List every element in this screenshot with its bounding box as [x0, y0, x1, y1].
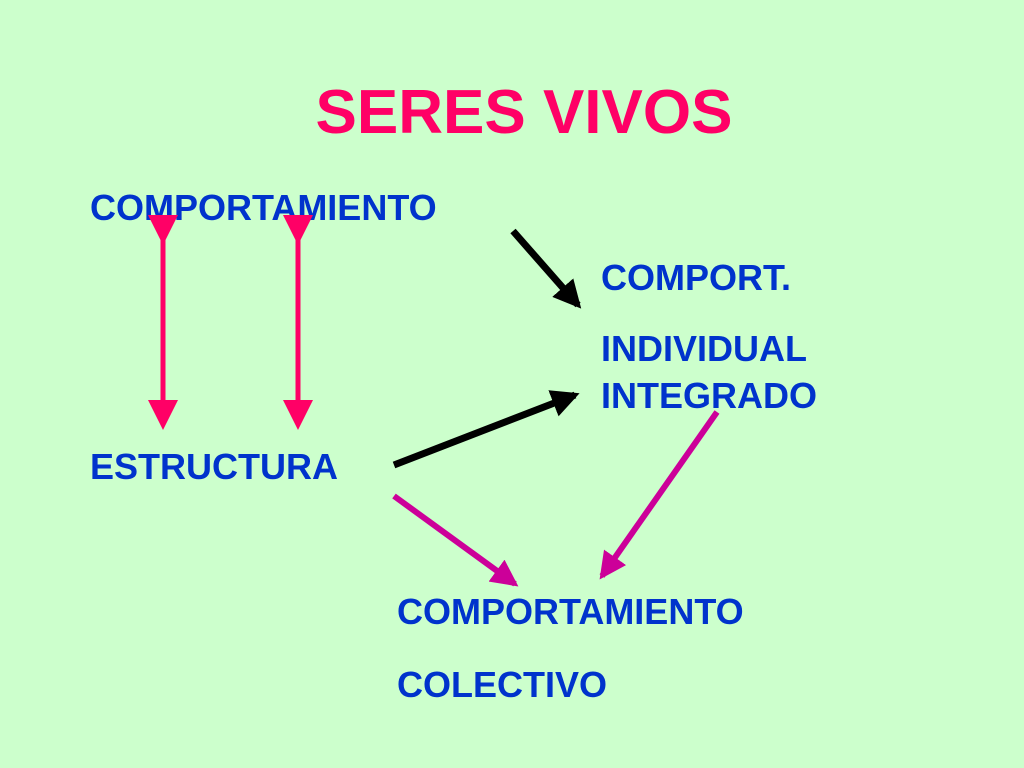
node-comportamiento-colectivo: COMPORTAMIENTO [397, 591, 744, 632]
node-comport: COMPORT. [601, 257, 792, 298]
slide-title: SERES VIVOS [315, 78, 733, 147]
node-comportamiento: COMPORTAMIENTO [90, 187, 437, 228]
node-integrado: INTEGRADO [601, 375, 817, 416]
node-estructura: ESTRUCTURA [90, 446, 338, 487]
arrow-estructura-to-individual [392, 390, 580, 469]
arrow-integrado-to-colectivo [599, 410, 720, 580]
node-colectivo: COLECTIVO [397, 664, 608, 705]
node-individual: INDIVIDUAL [601, 328, 807, 369]
arrow-comportamiento-to-individual [510, 228, 582, 309]
arrow-estructura-to-colectivo [392, 493, 519, 587]
